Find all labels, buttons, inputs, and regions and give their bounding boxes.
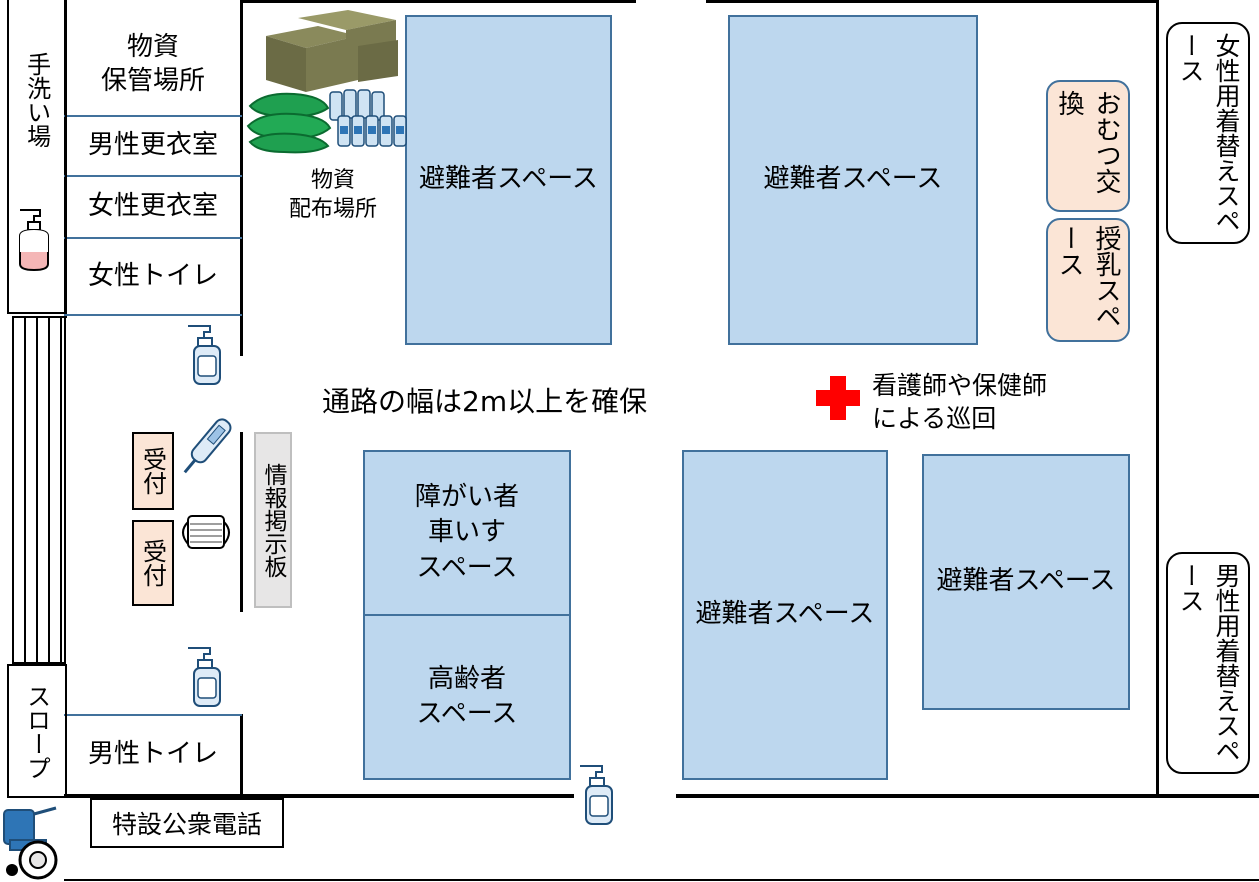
supply-boxes-icon [266,10,398,92]
nursing-label: 授乳スペース [1054,225,1121,329]
nurse-patrol-note: 看護師や保健師 による巡回 [872,371,1048,433]
rooms-right-wall [240,0,243,356]
water-bottles-icon [329,89,407,147]
room-divider [64,175,242,177]
top-wall-left [240,0,636,3]
evacuee-space-1: 避難者スペース [405,15,612,345]
evacuee-space-3: 避難者スペース [682,450,888,780]
hand-sanitizer-icon [188,647,221,707]
bottom-wall-left [64,794,574,798]
stairs [12,316,66,664]
room-divider [64,237,242,239]
evacuee-space-2: 避難者スペース [728,15,978,345]
info-board: 情報掲示板 [254,432,292,608]
elderly-space: 高齢者 スペース [363,614,571,780]
male-changing-space: 男性用着替えスペース [1166,552,1250,774]
hand-sanitizer-icon [580,765,613,825]
female-changing-space: 女性用着替えスペース [1166,22,1250,244]
male-changing-space-label: 男性用着替えスペース [1176,563,1241,763]
evacuee-space-4-label: 避難者スペース [936,566,1116,597]
diaper-change-space: おむつ交換 [1046,80,1130,212]
evacuee-space-3-label: 避難者スペース [695,599,875,630]
female-changing-space-label: 女性用着替えスペース [1176,33,1241,233]
public-phone: 特設公衆電話 [90,798,284,848]
female-changing-room: 女性更衣室 [87,191,218,222]
wheelchair-icon [3,806,58,880]
handwash-area [7,0,67,314]
room-divider [64,115,242,117]
slope-label: スロープ [22,684,51,780]
male-toilet: 男性トイレ [87,739,218,770]
room-divider [64,714,242,716]
evacuee-space-2-label: 避難者スペース [763,164,943,195]
hand-sanitizer-icon [19,209,49,272]
disabled-space-label: 障がい者 車いす スペース [414,482,519,583]
room-divider [64,314,242,316]
evacuee-space-1-label: 避難者スペース [419,164,598,195]
blanket-icon [246,92,332,154]
male-changing-room: 男性更衣室 [87,130,218,161]
right-wall [1156,0,1159,796]
mask-icon [182,515,230,549]
reception-2: 受付 [132,520,174,606]
info-board-label: 情報掲示板 [260,462,286,578]
outer-bottom-line [64,879,1259,881]
handwash-label: 手洗い場 [22,52,51,148]
aisle-note: 通路の幅は2m以上を確保 [322,385,648,418]
elderly-space-label: 高齢者 スペース [416,663,518,729]
male-toilet-right-wall [240,714,243,796]
disabled-space: 障がい者 車いす スペース [363,450,571,616]
supply-distribution-label: 物資 配布場所 [288,168,377,222]
thermometer-icon [183,418,232,474]
slope-area [7,664,67,798]
nursing-space: 授乳スペース [1046,218,1130,342]
hand-sanitizer-icon [188,325,221,385]
public-phone-label: 特設公衆電話 [111,810,262,839]
supply-storage-label: 物資 保管場所 [100,32,205,96]
diaper-change-label: おむつ交換 [1054,90,1121,194]
evacuee-space-4: 避難者スペース [922,454,1130,710]
reception-wall [240,432,243,612]
red-cross-icon [816,376,860,420]
top-wall-right [706,0,1156,3]
reception-1: 受付 [132,432,174,510]
bottom-wall-right [676,794,1259,798]
female-toilet: 女性トイレ [87,261,218,292]
